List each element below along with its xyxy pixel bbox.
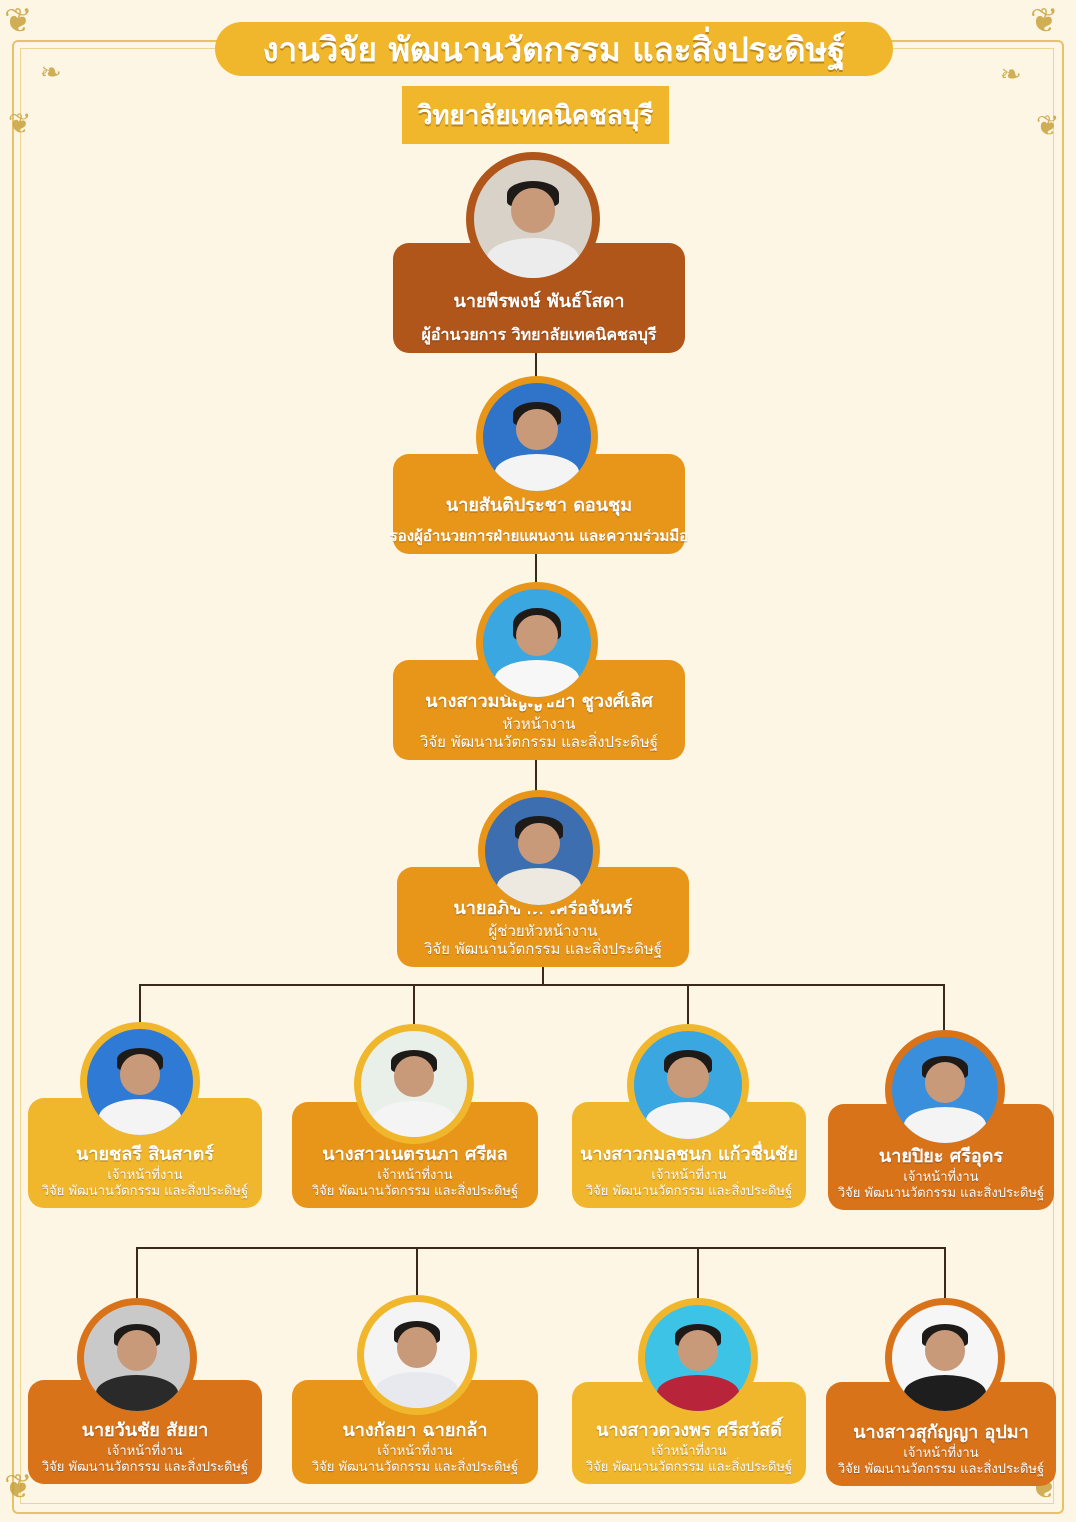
laurel-leaf-icon: ❦ xyxy=(1036,109,1060,142)
person-name: นางสาวเนตรนภา ศรีผล xyxy=(322,1143,508,1165)
person-name: นายวันชัย สัยยา xyxy=(81,1419,209,1441)
avatar xyxy=(354,1024,474,1144)
org-card-staff: นางสาวเนตรนภา ศรีผล เจ้าหน้าที่งาน วิจัย… xyxy=(292,1102,538,1208)
avatar xyxy=(885,1298,1005,1418)
person-role: เจ้าหน้าที่งาน xyxy=(107,1167,183,1183)
connector-line xyxy=(535,352,537,382)
connector-line xyxy=(542,966,544,985)
connector-line xyxy=(943,984,945,1032)
laurel-leaf-icon: ❦ xyxy=(4,1467,33,1507)
avatar xyxy=(466,152,600,286)
avatar xyxy=(638,1298,758,1418)
avatar xyxy=(885,1030,1005,1150)
person-name: นางกัลยา ฉายกล้า xyxy=(342,1419,488,1441)
person-role: เจ้าหน้าที่งาน xyxy=(651,1443,727,1459)
connector-line xyxy=(413,984,415,1026)
person-name: นายชลรี สินสาตร์ xyxy=(76,1143,214,1165)
department-label: วิจัย พัฒนานวัตกรรม และสิ่งประดิษฐ์ xyxy=(311,1459,519,1475)
department-label: วิจัย พัฒนานวัตกรรม และสิ่งประดิษฐ์ xyxy=(585,1459,793,1475)
person-name: นายสันติประชา ดอนชุม xyxy=(445,495,633,517)
connector-line xyxy=(697,1247,699,1299)
person-name: นายปิยะ ศรีอุดร xyxy=(878,1145,1004,1167)
org-card-director: นายพีรพงษ์ พันธ์โสดา ผู้อำนวยการ วิทยาลั… xyxy=(393,243,685,353)
person-name: นางสาวสุกัญญา อุปมา xyxy=(853,1421,1029,1443)
avatar xyxy=(77,1298,197,1418)
department-label: วิจัย พัฒนานวัตกรรม และสิ่งประดิษฐ์ xyxy=(585,1183,793,1199)
person-name: นางสาวดวงพร ศรีสวัสดิ์ xyxy=(596,1419,782,1441)
person-role: ผู้อำนวยการ วิทยาลัยเทคนิคชลบุรี xyxy=(421,325,657,344)
laurel-leaf-icon: ❧ xyxy=(40,58,62,88)
person-name: นายพีรพงษ์ พันธ์โสดา xyxy=(453,291,625,312)
person-role: เจ้าหน้าที่งาน xyxy=(903,1445,979,1461)
connector-line xyxy=(535,760,537,794)
department-label: วิจัย พัฒนานวัตกรรม และสิ่งประดิษฐ์ xyxy=(41,1459,249,1475)
department-label: วิจัย พัฒนานวัตกรรม และสิ่งประดิษฐ์ xyxy=(837,1461,1045,1477)
person-role: รองผู้อำนวยการฝ่ายแผนงาน และความร่วมมือ xyxy=(389,527,689,546)
connector-line xyxy=(139,984,141,1024)
connector-line xyxy=(136,1247,138,1299)
avatar xyxy=(357,1295,477,1415)
person-role: ผู้ช่วยหัวหน้างาน xyxy=(488,921,598,940)
avatar xyxy=(476,582,598,704)
connector-line xyxy=(535,553,537,587)
department-label: วิจัย พัฒนานวัตกรรม และสิ่งประดิษฐ์ xyxy=(41,1183,249,1199)
avatar xyxy=(476,376,598,498)
person-role: เจ้าหน้าที่งาน xyxy=(107,1443,183,1459)
connector-line xyxy=(687,984,689,1026)
department-label: วิจัย พัฒนานวัตกรรม และสิ่งประดิษฐ์ xyxy=(419,733,659,752)
avatar xyxy=(627,1024,749,1146)
person-name: นางสาวกมลชนก แก้วชื่นชัย xyxy=(580,1143,798,1165)
department-label: วิจัย พัฒนานวัตกรรม และสิ่งประดิษฐ์ xyxy=(423,940,663,959)
person-role: เจ้าหน้าที่งาน xyxy=(377,1167,453,1183)
connector-line xyxy=(136,1247,946,1249)
page-subtitle: วิทยาลัยเทคนิคชลบุรี xyxy=(402,86,669,144)
avatar xyxy=(478,790,600,912)
connector-line xyxy=(139,984,945,986)
laurel-leaf-icon: ❧ xyxy=(1000,60,1022,90)
person-role: เจ้าหน้าที่งาน xyxy=(651,1167,727,1183)
person-role: เจ้าหน้าที่งาน xyxy=(377,1443,453,1459)
person-role: เจ้าหน้าที่งาน xyxy=(903,1169,979,1185)
department-label: วิจัย พัฒนานวัตกรรม และสิ่งประดิษฐ์ xyxy=(311,1183,519,1199)
laurel-leaf-icon: ❦ xyxy=(4,1,33,41)
person-role: หัวหน้างาน xyxy=(502,714,576,733)
connector-line xyxy=(416,1247,418,1295)
department-label: วิจัย พัฒนานวัตกรรม และสิ่งประดิษฐ์ xyxy=(837,1185,1045,1201)
connector-line xyxy=(944,1247,946,1299)
laurel-leaf-icon: ❦ xyxy=(1030,1,1059,41)
laurel-leaf-icon: ❦ xyxy=(8,107,32,140)
avatar xyxy=(80,1022,200,1142)
page-title: งานวิจัย พัฒนานวัตกรรม และสิ่งประดิษฐ์ xyxy=(215,22,893,76)
